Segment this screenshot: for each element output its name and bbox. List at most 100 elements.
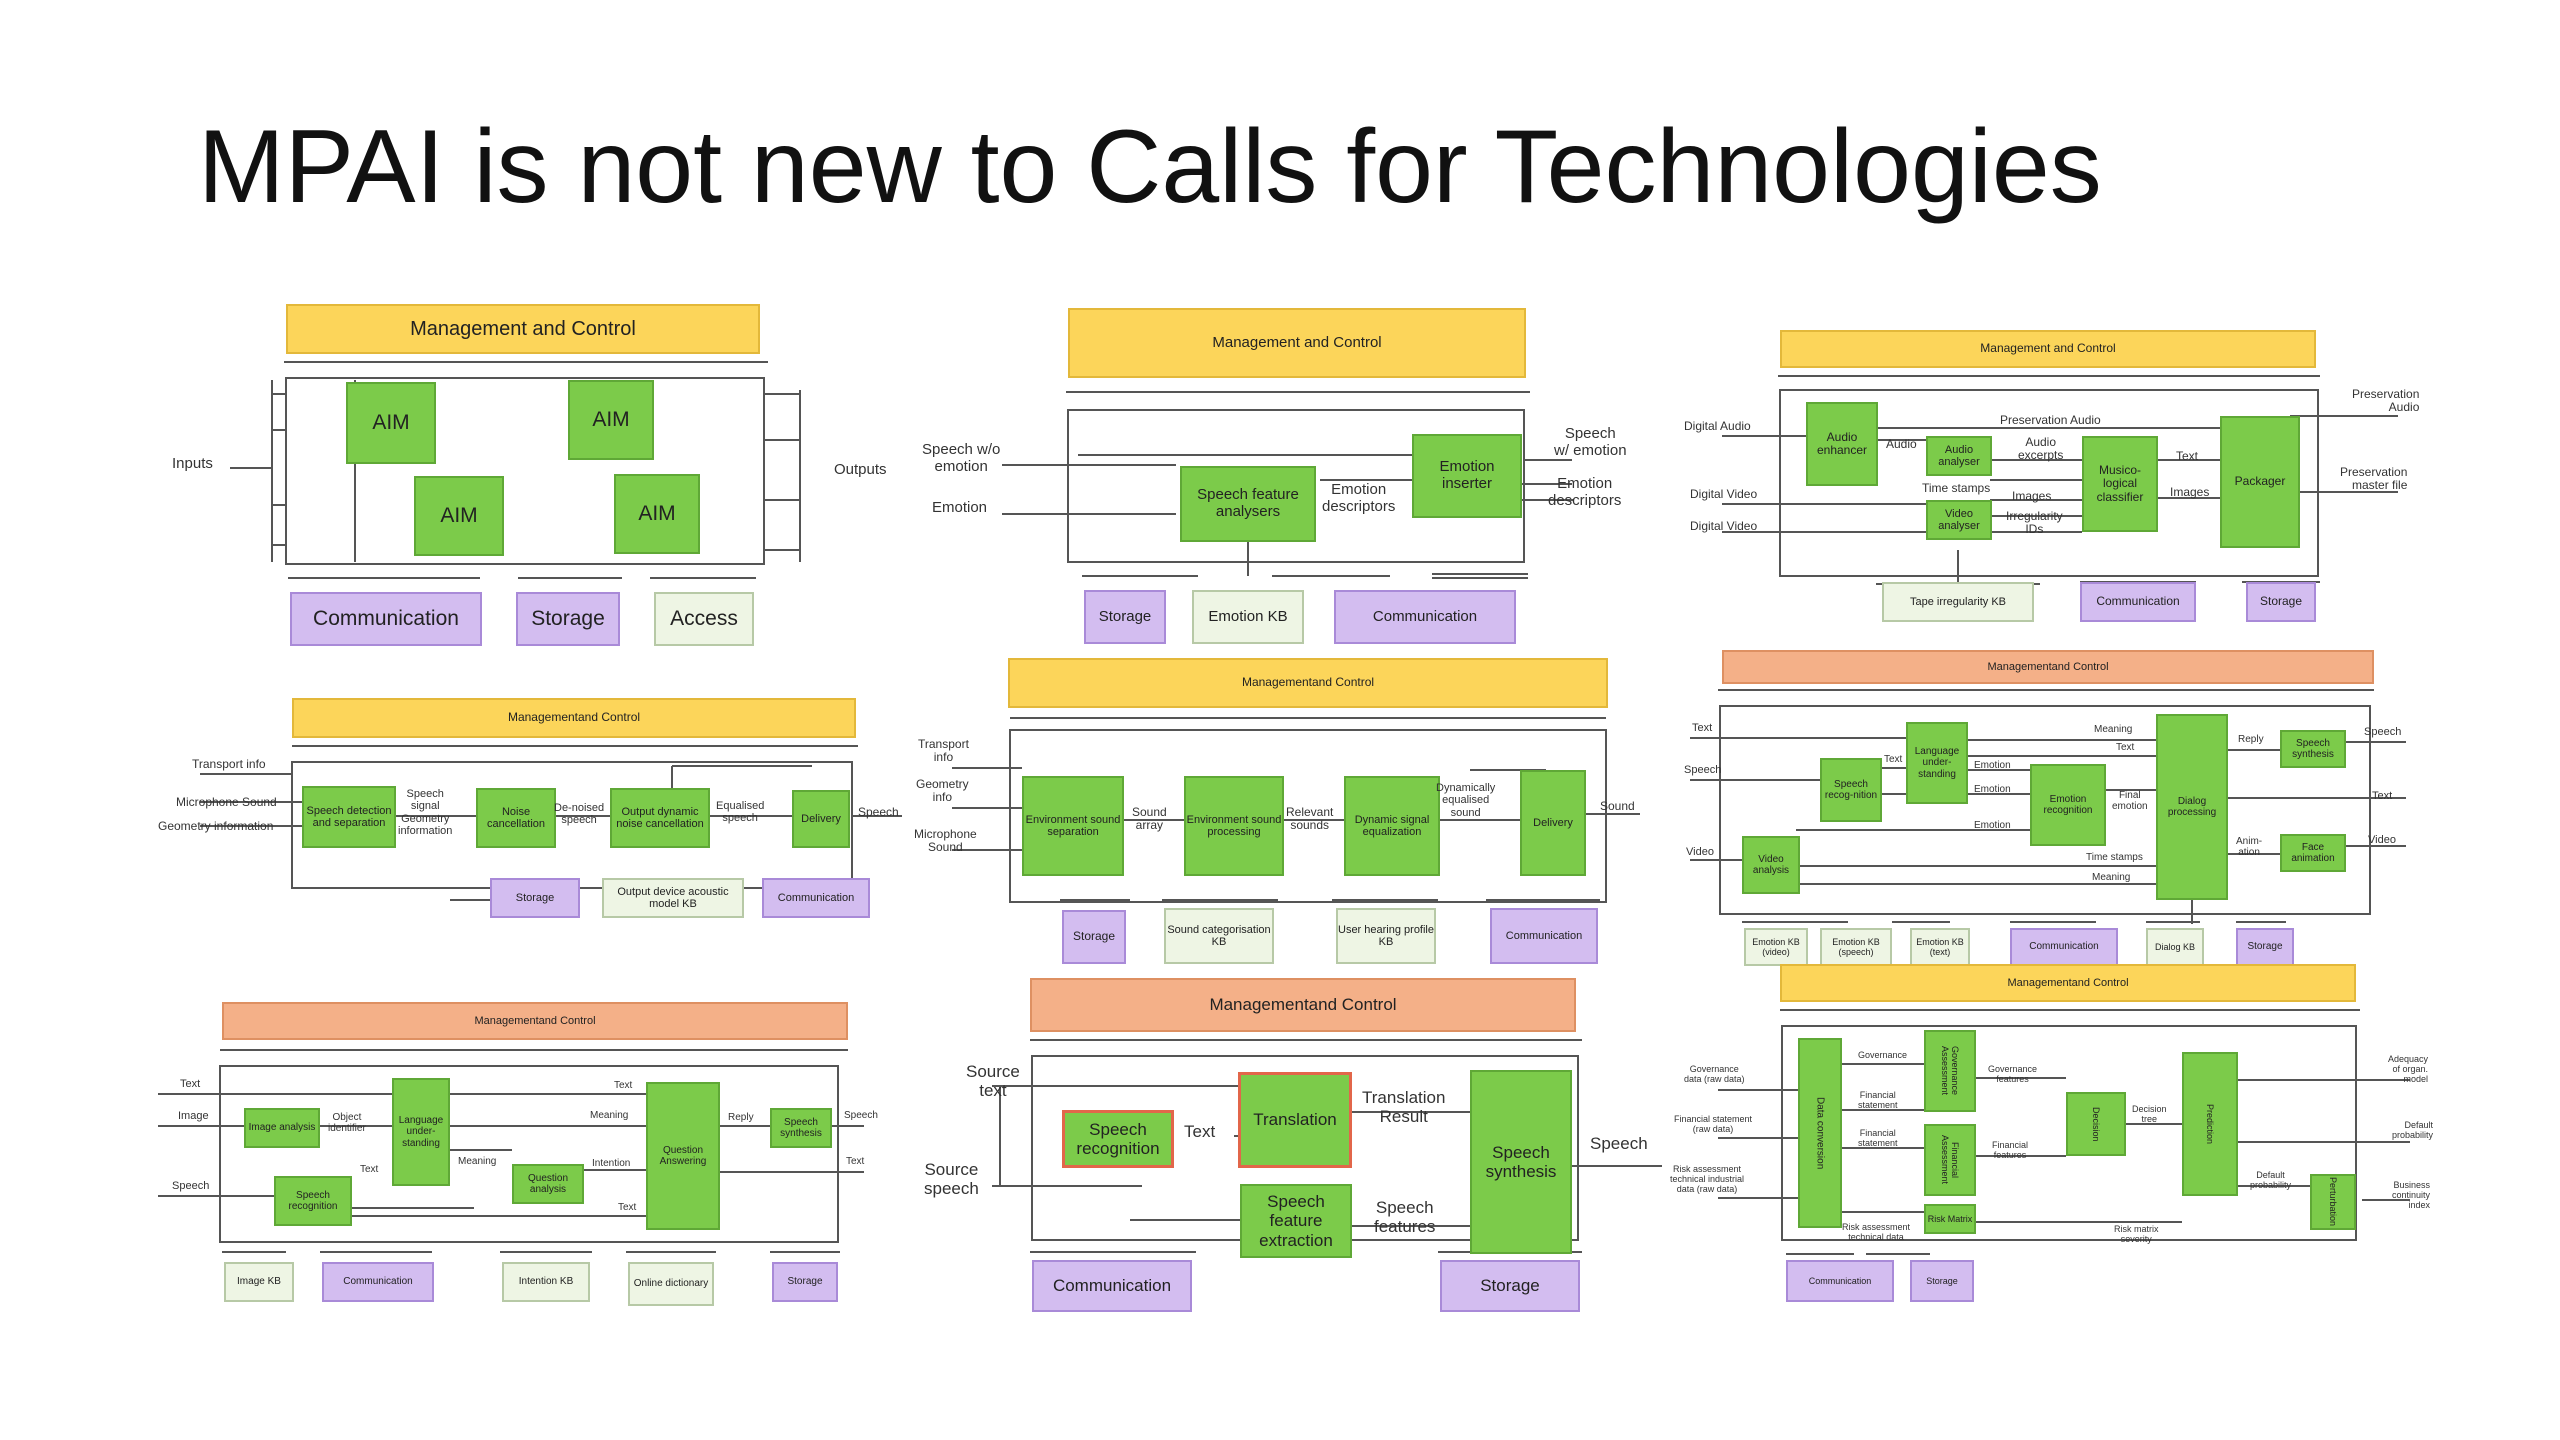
geometry-information-label: Geometry information	[158, 819, 274, 833]
communication-button[interactable]: Communication	[2080, 582, 2196, 622]
emotion-descriptors-mid-label: Emotion descriptors	[1322, 481, 1396, 515]
storage-button[interactable]: Storage	[1440, 1260, 1580, 1312]
aim-block-3[interactable]: AIM	[414, 476, 504, 556]
transport-info-label: Transport info	[192, 757, 266, 771]
preservation-audio-out-label: Preservation Audio	[2352, 387, 2420, 415]
speech-feature-analysers-block[interactable]: Speech feature analysers	[1180, 466, 1316, 542]
dialog-kb-button[interactable]: Dialog KB	[2146, 928, 2204, 966]
governance-assessment-block[interactable]: Governance Assessment	[1924, 1030, 1976, 1112]
digital-video-label-2: Digital Video	[1690, 519, 1758, 533]
delivery-block[interactable]: Delivery	[1520, 770, 1586, 876]
intention-kb-button[interactable]: Intention KB	[502, 1262, 590, 1302]
management-control-bar[interactable]: Managementand Control	[222, 1002, 848, 1040]
decision-text: Decision	[2091, 1106, 2102, 1142]
video-analyser-block[interactable]: Video analyser	[1926, 500, 1992, 540]
emotion-recognition-block[interactable]: Emotion recognition	[2030, 764, 2106, 846]
storage-button[interactable]: Storage	[516, 592, 620, 646]
governance-assessment-text: Governance Assessment	[1940, 1046, 1961, 1096]
speech-recognition-block[interactable]: Speech recognition	[1062, 1110, 1174, 1168]
speech-feature-extraction-block[interactable]: Speech feature extraction	[1240, 1184, 1352, 1258]
tape-irregularity-kb-button[interactable]: Tape irregularity KB	[1882, 582, 2034, 622]
language-understanding-block[interactable]: Language under-standing	[1906, 722, 1968, 804]
prediction-block[interactable]: Prediction	[2182, 1052, 2238, 1196]
language-understanding-block[interactable]: Language under-standing	[392, 1078, 450, 1186]
panel-conversation-with-emotion-lines	[1690, 689, 2406, 924]
management-control-bar[interactable]: Management and Control	[1068, 308, 1526, 378]
panel-audio-recording-preservation: Management and Control Digital Audio Dig…	[1660, 320, 2440, 630]
adequacy-label: Adequacy of organ. model	[2388, 1054, 2429, 1085]
dialog-processing-block[interactable]: Dialog processing	[2156, 714, 2228, 900]
storage-button[interactable]: Storage	[1084, 590, 1166, 644]
emotion-inserter-block[interactable]: Emotion inserter	[1412, 434, 1522, 518]
storage-button[interactable]: Storage	[1910, 1260, 1974, 1302]
management-control-bar[interactable]: Management and Control	[1780, 330, 2316, 368]
speech-recognition-block[interactable]: Speech recognition	[274, 1176, 352, 1226]
microphone-sound-label: Microphone Sound	[176, 795, 277, 809]
access-button[interactable]: Access	[654, 592, 754, 646]
delivery-block[interactable]: Delivery	[792, 790, 850, 848]
storage-button[interactable]: Storage	[2236, 928, 2294, 966]
aim-block-1[interactable]: AIM	[346, 382, 436, 464]
communication-button[interactable]: Communication	[322, 1262, 434, 1302]
management-control-bar[interactable]: Management and Control	[286, 304, 760, 354]
financial-statement-mid-label-2: Financial statement	[1858, 1128, 1898, 1149]
output-dynamic-noise-block[interactable]: Output dynamic noise cancellation	[610, 788, 710, 848]
speech-synthesis-block[interactable]: Speech synthesis	[2280, 730, 2346, 768]
storage-button[interactable]: Storage	[772, 1262, 838, 1302]
aim-block-2[interactable]: AIM	[568, 380, 654, 460]
speech-recognition-block[interactable]: Speech recog-nition	[1820, 758, 1882, 822]
storage-button[interactable]: Storage	[1062, 910, 1126, 964]
video-analysis-block[interactable]: Video analysis	[1742, 836, 1800, 894]
financial-assessment-block[interactable]: Financial Assessment	[1924, 1124, 1976, 1196]
emotion-kb-button[interactable]: Emotion KB	[1192, 590, 1304, 644]
sound-categorisation-kb-button[interactable]: Sound categorisation KB	[1164, 908, 1274, 964]
risk-matrix-block[interactable]: Risk Matrix	[1924, 1204, 1976, 1234]
noise-cancellation-block[interactable]: Noise cancellation	[476, 788, 556, 848]
communication-button[interactable]: Communication	[1490, 908, 1598, 964]
inputs-label: Inputs	[172, 455, 213, 472]
communication-button[interactable]: Communication	[762, 878, 870, 918]
storage-button[interactable]: Storage	[490, 878, 580, 918]
meaning-label-2: Meaning	[458, 1156, 497, 1167]
audio-enhancer-block[interactable]: Audio enhancer	[1806, 402, 1878, 486]
communication-button[interactable]: Communication	[290, 592, 482, 646]
musicological-classifier-block[interactable]: Musico-logical classifier	[2082, 436, 2158, 532]
risk-technical-label: Risk assessment technical data	[1842, 1222, 1911, 1243]
translation-block[interactable]: Translation	[1238, 1072, 1352, 1168]
aim-block-4[interactable]: AIM	[614, 474, 700, 554]
user-hearing-kb-button[interactable]: User hearing profile KB	[1336, 908, 1436, 964]
emotion-label-1: Emotion	[1974, 760, 2011, 771]
image-kb-button[interactable]: Image KB	[224, 1262, 294, 1302]
management-control-bar[interactable]: Managementand Control	[1030, 978, 1576, 1032]
face-animation-block[interactable]: Face animation	[2280, 834, 2346, 872]
emotion-kb-text-button[interactable]: Emotion KB (text)	[1910, 928, 1970, 966]
communication-button[interactable]: Communication	[1786, 1260, 1894, 1302]
image-analysis-block[interactable]: Image analysis	[244, 1108, 320, 1148]
speech-out-label: Speech	[1590, 1134, 1648, 1153]
speech-synthesis-block[interactable]: Speech synthesis	[770, 1108, 832, 1148]
packager-block[interactable]: Packager	[2220, 416, 2300, 548]
dynamic-signal-eq-block[interactable]: Dynamic signal equalization	[1344, 776, 1440, 876]
management-control-bar[interactable]: Managementand Control	[1780, 964, 2356, 1002]
question-analysis-block[interactable]: Question analysis	[512, 1164, 584, 1204]
speech-detection-block[interactable]: Speech detection and separation	[302, 786, 396, 848]
speech-synthesis-block[interactable]: Speech synthesis	[1470, 1070, 1572, 1254]
storage-button[interactable]: Storage	[2246, 582, 2316, 622]
emotion-kb-video-button[interactable]: Emotion KB (video)	[1744, 928, 1808, 966]
question-answering-block[interactable]: Question Answering	[646, 1082, 720, 1230]
online-dictionary-button[interactable]: Online dictionary	[628, 1262, 714, 1306]
management-control-bar[interactable]: Managementand Control	[1008, 658, 1608, 708]
env-sound-processing-block[interactable]: Environment sound processing	[1184, 776, 1284, 876]
decision-block[interactable]: Decision	[2066, 1092, 2126, 1156]
communication-button[interactable]: Communication	[1032, 1260, 1192, 1312]
time-stamps-label: Time stamps	[1922, 481, 1991, 495]
audio-analyser-block[interactable]: Audio analyser	[1926, 436, 1992, 476]
panel-environment-sound: Managementand Control Transport info Geo…	[910, 650, 1670, 970]
output-device-kb-button[interactable]: Output device acoustic model KB	[602, 878, 744, 918]
management-control-bar[interactable]: Managementand Control	[1722, 650, 2374, 684]
perturbation-block[interactable]: Perturbation	[2310, 1174, 2356, 1230]
communication-button[interactable]: Communication	[1334, 590, 1516, 644]
env-sound-separation-block[interactable]: Environment sound separation	[1022, 776, 1124, 876]
data-conversion-block[interactable]: Data conversion	[1798, 1038, 1842, 1228]
management-control-bar[interactable]: Managementand Control	[292, 698, 856, 738]
